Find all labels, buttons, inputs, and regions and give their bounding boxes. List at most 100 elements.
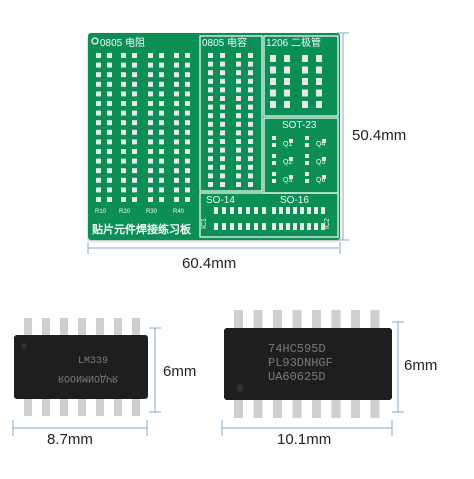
so16-pad <box>314 207 318 214</box>
so14-pin <box>78 398 86 416</box>
capacitor-pad <box>236 87 241 93</box>
resistor-pad <box>148 168 153 174</box>
q-label: Q2 <box>283 159 292 166</box>
so14-pin <box>132 318 140 336</box>
so14-pin <box>96 398 104 416</box>
capacitor-pad <box>248 147 253 153</box>
resistor-pad <box>132 72 137 78</box>
label-ic1: IC1 <box>201 218 208 229</box>
so14-pin <box>24 318 32 336</box>
resistor-pad <box>174 72 179 78</box>
diode-pad <box>270 89 276 97</box>
q-label: Q6 <box>316 177 325 184</box>
so14-pin <box>42 318 50 336</box>
resistor-pad <box>132 149 137 154</box>
sot23-pad <box>305 143 309 147</box>
sot23-pad <box>305 161 309 165</box>
resistor-pad <box>96 110 101 116</box>
so14-pad <box>262 207 266 214</box>
resistor-pad <box>96 62 101 68</box>
resistor-pad <box>121 110 126 116</box>
resistor-pad <box>96 139 101 145</box>
so14-height-dimension: 6mm <box>163 363 197 380</box>
resistor-pad <box>148 149 153 154</box>
capacitor-pad <box>220 164 225 170</box>
resistor-pad <box>121 91 126 97</box>
resistor-pad <box>121 149 126 154</box>
resistor-pad <box>174 62 179 68</box>
label-ic2: IC2 <box>324 218 331 229</box>
resistor-pad <box>96 168 101 174</box>
sot23-pad <box>322 139 326 143</box>
so14-pad <box>222 207 226 214</box>
resistor-pad <box>148 187 153 193</box>
capacitor-pad <box>236 104 241 110</box>
so14-pin <box>114 318 122 336</box>
resistor-pad <box>121 120 126 126</box>
so14-pad <box>254 207 258 214</box>
resistor-pad <box>132 139 137 145</box>
so14-marking-line2: ЯЧДОИМИООЯ <box>58 372 118 383</box>
resistor-pad <box>121 101 126 106</box>
resistor-pad <box>185 110 190 116</box>
diode-pad <box>270 66 276 74</box>
capacitor-pad <box>236 61 241 67</box>
sot23-pad <box>289 157 293 161</box>
capacitor-pad <box>208 182 213 187</box>
capacitor-pad <box>208 139 213 144</box>
resistor-pad <box>159 120 164 126</box>
capacitor-pad <box>208 78 213 84</box>
capacitor-pad <box>208 156 213 162</box>
so14-pad <box>238 223 242 230</box>
capacitor-pad <box>220 121 225 127</box>
capacitor-pad <box>248 182 253 187</box>
resistor-pad <box>159 149 164 154</box>
resistor-pad <box>174 120 179 126</box>
capacitor-pad <box>236 53 241 58</box>
capacitor-pad <box>220 104 225 110</box>
capacitor-pad <box>248 156 253 162</box>
diode-pad <box>284 78 290 85</box>
resistor-pad <box>174 110 179 116</box>
capacitor-pad <box>208 104 213 110</box>
resistor-pad <box>121 139 126 145</box>
capacitor-pad <box>220 156 225 162</box>
so16-pad <box>293 223 297 230</box>
resistor-pad <box>96 72 101 78</box>
sot23-pad <box>289 175 293 179</box>
resistor-pad <box>132 62 137 68</box>
capacitor-pad <box>248 173 253 179</box>
r-label: R30 <box>146 209 158 215</box>
so14-pad <box>214 207 218 214</box>
resistor-pad <box>185 62 190 68</box>
capacitor-pad <box>220 78 225 84</box>
r-label: R40 <box>173 209 185 215</box>
diode-section-outline <box>263 35 339 117</box>
resistor-pad <box>148 158 153 164</box>
so16-pin <box>351 310 360 329</box>
so14-pad <box>230 207 234 214</box>
resistor-pad <box>185 91 190 97</box>
so14-pad <box>262 223 266 230</box>
diode-pad <box>316 66 322 74</box>
so16-width-dimension: 10.1mm <box>277 431 332 448</box>
resistor-pad <box>148 81 153 87</box>
capacitor-pad <box>220 139 225 144</box>
pin1-dot <box>21 343 27 349</box>
so16-marking-line1: 74HC595D <box>268 342 326 356</box>
label-so16: SO-16 <box>280 195 309 206</box>
resistor-pad <box>121 168 126 174</box>
so16-pad <box>293 207 297 214</box>
resistor-pad <box>185 187 190 193</box>
capacitor-pad <box>248 113 253 119</box>
resistor-pad <box>121 129 126 135</box>
so14-chip: LM339 ЯЧДОИМИООЯ <box>14 318 148 416</box>
resistor-pad <box>174 129 179 135</box>
resistor-pad <box>174 158 179 164</box>
diode-pad <box>316 55 322 62</box>
capacitor-pad <box>208 147 213 153</box>
capacitor-pad <box>208 121 213 127</box>
q-label: Q3 <box>283 177 292 184</box>
sot23-pad <box>272 172 276 176</box>
label-so14: SO-14 <box>206 195 235 206</box>
